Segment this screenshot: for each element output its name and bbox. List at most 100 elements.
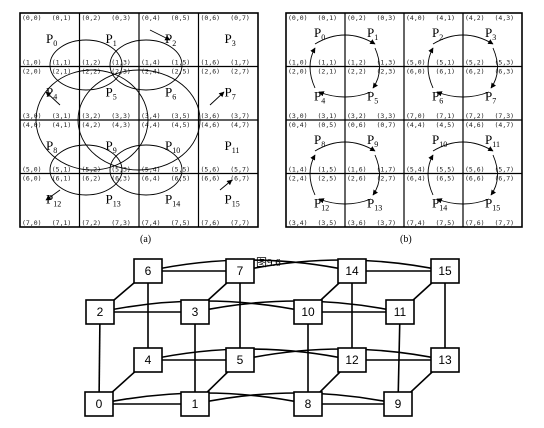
panel-b-coord-label: (3,3): [377, 112, 397, 120]
panel-b-coord-label: (0,3): [377, 14, 397, 22]
panel-a-coord-label: (6,0): [22, 175, 42, 183]
panel-b-process-index: 3: [492, 33, 496, 42]
hypercube-node-label: 7: [237, 264, 244, 278]
panel-b-coord-label: (1,7): [377, 166, 397, 174]
panel-a-coord-label: (2,6): [201, 68, 221, 76]
panel-b-coord-label: (4,5): [436, 121, 456, 129]
panel-a-coord-label: (0,0): [22, 14, 42, 22]
panel-b-arrow: [436, 198, 490, 205]
panel-a-coord-label: (4,7): [230, 121, 250, 129]
panel-a-process-label: P6: [165, 85, 176, 102]
hypercube-node: 5: [225, 347, 255, 373]
panel-b-coord-label: (7,2): [465, 112, 485, 120]
hypercube-node: 11: [385, 299, 415, 325]
panel-a-process-index: 2: [172, 39, 176, 48]
panel-a-coord-label: (4,6): [201, 121, 221, 129]
panel-a-coord-label: (7,3): [111, 219, 131, 227]
panel-a-coord-label: (3,6): [201, 112, 221, 120]
panel-b-coord-label: (0,4): [288, 121, 308, 129]
panel-b-coord-label: (2,5): [318, 175, 338, 183]
hypercube-node-label: 1: [192, 397, 199, 411]
panel-b-process-index: 15: [492, 204, 500, 213]
panel-b-arrow: [309, 154, 316, 196]
panel-b-coord-label: (3,7): [377, 219, 397, 227]
panel-a-process-index: 5: [113, 93, 117, 102]
panel-b-coord-label: (2,6): [347, 175, 367, 183]
hypercube-node-box: [293, 299, 323, 325]
panel-b-process-index: 14: [439, 204, 447, 213]
panel-b-coord-label: (1,3): [377, 59, 397, 67]
panel-a-coord-label: (6,7): [230, 175, 250, 183]
panel-a-coord-label: (3,5): [171, 112, 191, 120]
panel-a-process-label: P2: [165, 31, 176, 48]
panel-b-coord-label: (1,4): [288, 166, 308, 174]
hypercube-node-label: 9: [395, 397, 402, 411]
panel-a-coord-label: (7,1): [52, 219, 72, 227]
hypercube-node-box: [383, 391, 413, 417]
hypercube-node: 13: [430, 347, 460, 373]
panel-a-process-index: 9: [113, 146, 117, 155]
panel-a-coord-label: (7,4): [141, 219, 161, 227]
panel-a-coord-label: (4,4): [141, 121, 161, 129]
panel-a-process-index: 15: [232, 200, 240, 209]
panel-b-coord-label: (2,4): [288, 175, 308, 183]
figure-label: 图9.6: [256, 256, 281, 269]
panel-b-process-label: P6: [432, 89, 443, 106]
panel-a-process-label: P4: [46, 85, 57, 102]
panel-b-process-index: 0: [321, 33, 325, 42]
panel-a-coord-label: (6,3): [111, 175, 131, 183]
panel-b-coord-label: (4,3): [495, 14, 515, 22]
panel-b-coord-label: (2,7): [377, 175, 397, 183]
panel-b-process-index: 13: [374, 204, 382, 213]
panel-b-coord-label: (3,6): [347, 219, 367, 227]
panel-a-coord-label: (7,0): [22, 219, 42, 227]
panel-b-coord-label: (6,7): [495, 175, 515, 183]
panel-a-coord-label: (5,6): [201, 166, 221, 174]
hypercube-node: 9: [383, 391, 413, 417]
panel-b-coord-label: (0,5): [318, 121, 338, 129]
panel-b-coord-label: (6,5): [436, 175, 456, 183]
panel-a-process-label: P14: [165, 192, 180, 209]
panel-a-coord-label: (3,4): [141, 112, 161, 120]
hypercube-node-box: [430, 347, 460, 373]
hypercube-node-label: 12: [345, 353, 359, 367]
panel-a-coord-label: (1,1): [52, 59, 72, 67]
panel-b-process-label: P5: [367, 89, 378, 106]
panel-b-process-label: P0: [314, 25, 325, 42]
panel-b-coord-label: (7,6): [465, 219, 485, 227]
panel-a-coord-label: (3,2): [82, 112, 102, 120]
panel-b-coord-label: (5,4): [406, 166, 426, 174]
panel-b-process-index: 6: [439, 97, 443, 106]
panel-a-process-index: 13: [113, 200, 121, 209]
hypercube-node-box: [85, 299, 115, 325]
panel-b-process-label: P12: [314, 196, 329, 213]
panel-b-coord-label: (5,3): [495, 59, 515, 67]
hypercube-node-label: 0: [96, 397, 103, 411]
panel-a-coord-label: (2,2): [82, 68, 102, 76]
hypercube-node-box: [133, 347, 163, 373]
panel-b-process-label: P1: [367, 25, 378, 42]
panel-b-coord-label: (4,1): [436, 14, 456, 22]
hypercube-node-label: 15: [438, 264, 452, 278]
panel-b-coord-label: (7,7): [495, 219, 515, 227]
hypercube-node-box: [293, 391, 323, 417]
panel-b-arrow: [314, 141, 376, 152]
hypercube-node: 3: [180, 299, 210, 325]
panel-b-process-index: 2: [439, 33, 443, 42]
hypercube-edge: [98, 311, 101, 405]
panel-b-coord-label: (4,7): [495, 121, 515, 129]
panel-a-process-label: P1: [106, 31, 117, 48]
hypercube-node-label: 2: [97, 305, 104, 319]
panel-b-process-index: 7: [492, 97, 496, 106]
panel-b-coord-label: (0,0): [288, 14, 308, 22]
panel-a-arrow: [209, 91, 225, 106]
hypercube-node-box: [225, 258, 255, 284]
panel-a-coord-label: (7,5): [171, 219, 191, 227]
panel-b-coord-label: (1,1): [318, 59, 338, 67]
panel-b-arrow: [318, 198, 372, 205]
panel-a-coord-label: (4,2): [82, 121, 102, 129]
panel-b-coord-label: (0,1): [318, 14, 338, 22]
panel-a-arc: [77, 69, 201, 171]
hypercube-node-box: [225, 347, 255, 373]
